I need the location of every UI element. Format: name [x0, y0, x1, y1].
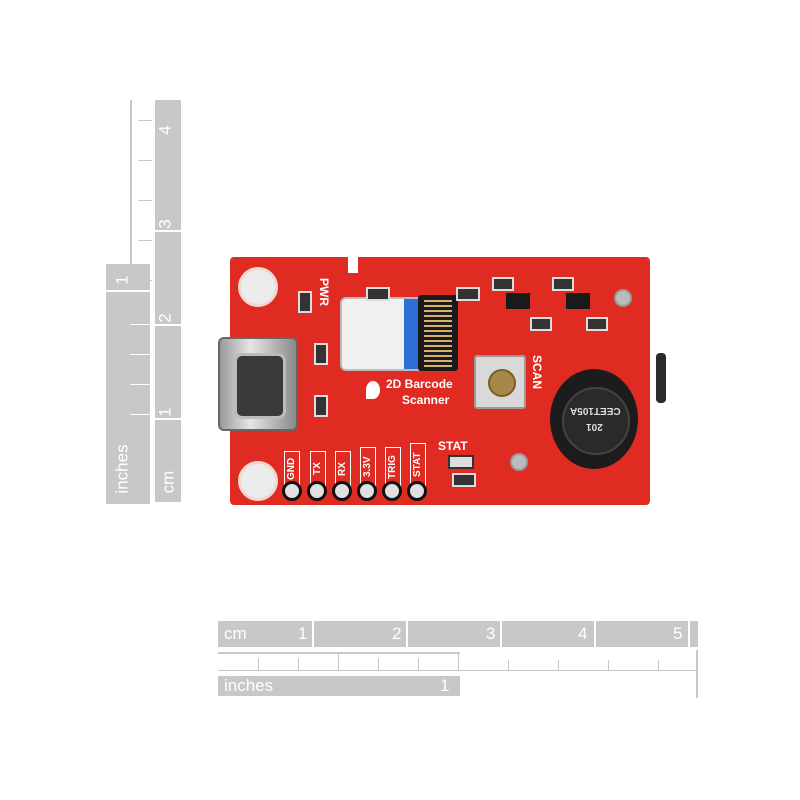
smd-resistor [314, 343, 328, 365]
horizontal-ruler-ticks [218, 650, 698, 698]
smd-resistor [530, 317, 552, 331]
sparkfun-flame-logo [366, 381, 380, 399]
transistor [506, 293, 530, 309]
pin-pad-rx [332, 481, 352, 501]
horizontal-inch-unit: inches [224, 676, 274, 695]
smd-resistor [452, 473, 476, 487]
horizontal-inch-ruler: inches 1 [218, 676, 460, 696]
transistor [566, 293, 590, 309]
buzzer-text-line2: 201 [586, 421, 603, 432]
stat-label: STAT [438, 439, 468, 453]
mounting-hole-bottom-left [238, 461, 278, 501]
horizontal-cm-mark-5: 5 [673, 624, 683, 643]
vertical-cm-mark-4: 4 [155, 125, 175, 135]
screw-hole-middle [510, 453, 528, 471]
scan-button[interactable] [474, 355, 526, 409]
pin-pad-tx [307, 481, 327, 501]
smd-capacitor [366, 287, 390, 301]
horizontal-inch-mark-1: 1 [440, 676, 450, 695]
pwr-label: PWR [317, 278, 331, 306]
screw-hole-right [614, 289, 632, 307]
pin-pad-stat [407, 481, 427, 501]
stat-led [448, 455, 474, 469]
buzzer-text-line1: CEET105A [570, 405, 621, 416]
pin-pad-gnd [282, 481, 302, 501]
horizontal-cm-mark-1: 1 [298, 624, 308, 643]
board-title-line2: Scanner [402, 393, 450, 407]
pwr-led [298, 291, 312, 313]
smd-resistor [492, 277, 514, 291]
horizontal-cm-mark-3: 3 [486, 624, 496, 643]
usb-c-connector [218, 337, 298, 431]
smd-resistor [586, 317, 608, 331]
smd-resistor [314, 395, 328, 417]
pin-pad-3v3 [357, 481, 377, 501]
pin-pad-trig [382, 481, 402, 501]
mounting-hole-top-left [238, 267, 278, 307]
smd-resistor [552, 277, 574, 291]
horizontal-cm-mark-4: 4 [578, 624, 588, 643]
board-title-line1: 2D Barcode [386, 377, 453, 391]
vertical-cm-mark-2: 2 [155, 313, 175, 323]
smd-capacitor [456, 287, 480, 301]
vertical-cm-unit: cm [158, 470, 178, 494]
vertical-cm-mark-3: 3 [155, 219, 175, 229]
vertical-cm-mark-1: 1 [155, 407, 175, 417]
barcode-scanner-board: PWR 2D Barcode Scanner SCAN CEET105A 201… [218, 255, 666, 505]
vertical-inch-unit: inches [112, 444, 132, 494]
vertical-inch-ruler: inches 1 [106, 264, 150, 504]
scan-label: SCAN [530, 354, 545, 390]
ribbon-cable [340, 297, 424, 371]
horizontal-cm-unit: cm [224, 624, 247, 643]
horizontal-cm-ruler: cm 1 2 3 4 5 [218, 621, 698, 647]
board-notch [348, 255, 358, 273]
horizontal-cm-mark-2: 2 [392, 624, 402, 643]
fpc-connector [418, 295, 458, 371]
vertical-cm-ruler: cm 1 2 3 4 [155, 100, 181, 502]
side-connector [656, 353, 666, 403]
buzzer: CEET105A 201 [550, 369, 638, 469]
vertical-inch-mark-1: 1 [112, 275, 132, 285]
